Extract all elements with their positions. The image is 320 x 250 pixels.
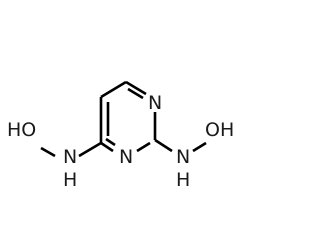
- bond-c6-n1-inner: [127, 87, 144, 100]
- right-hydroxyamino-group: [154, 138, 207, 153]
- bond-n3-c4: [100, 141, 114, 153]
- bond-c4-n-left: [78, 141, 102, 158]
- bond-n-o-left: [40, 146, 56, 158]
- atom-label-left-nh-n: N: [63, 146, 77, 168]
- bond-c5-c6: [100, 80, 127, 99]
- atom-label-left-oh: HO: [7, 119, 36, 141]
- atom-label-right-nh-h: H: [176, 169, 190, 191]
- bond-c2-n3: [136, 141, 151, 153]
- bond-n3-c4-inner: [105, 137, 116, 147]
- atom-label-ring-n-upper: N: [148, 92, 162, 114]
- atom-label-left-nh-h: H: [63, 169, 77, 191]
- pyrimidine-ring: [99, 80, 157, 153]
- bond-c2-n-right: [154, 138, 173, 153]
- atom-label-right-nh-n: N: [176, 146, 190, 168]
- structure-diagram: N N N H HO N H OH: [7, 80, 235, 191]
- bond-c6-n1-outer: [125, 80, 147, 96]
- bond-n-o-right: [192, 141, 207, 153]
- molecule-drawing: N N N H HO N H OH: [7, 80, 234, 191]
- left-hydroxyamino-group: [40, 141, 102, 158]
- atom-label-ring-n-lower: N: [119, 146, 133, 168]
- atom-label-right-oh: OH: [205, 119, 234, 141]
